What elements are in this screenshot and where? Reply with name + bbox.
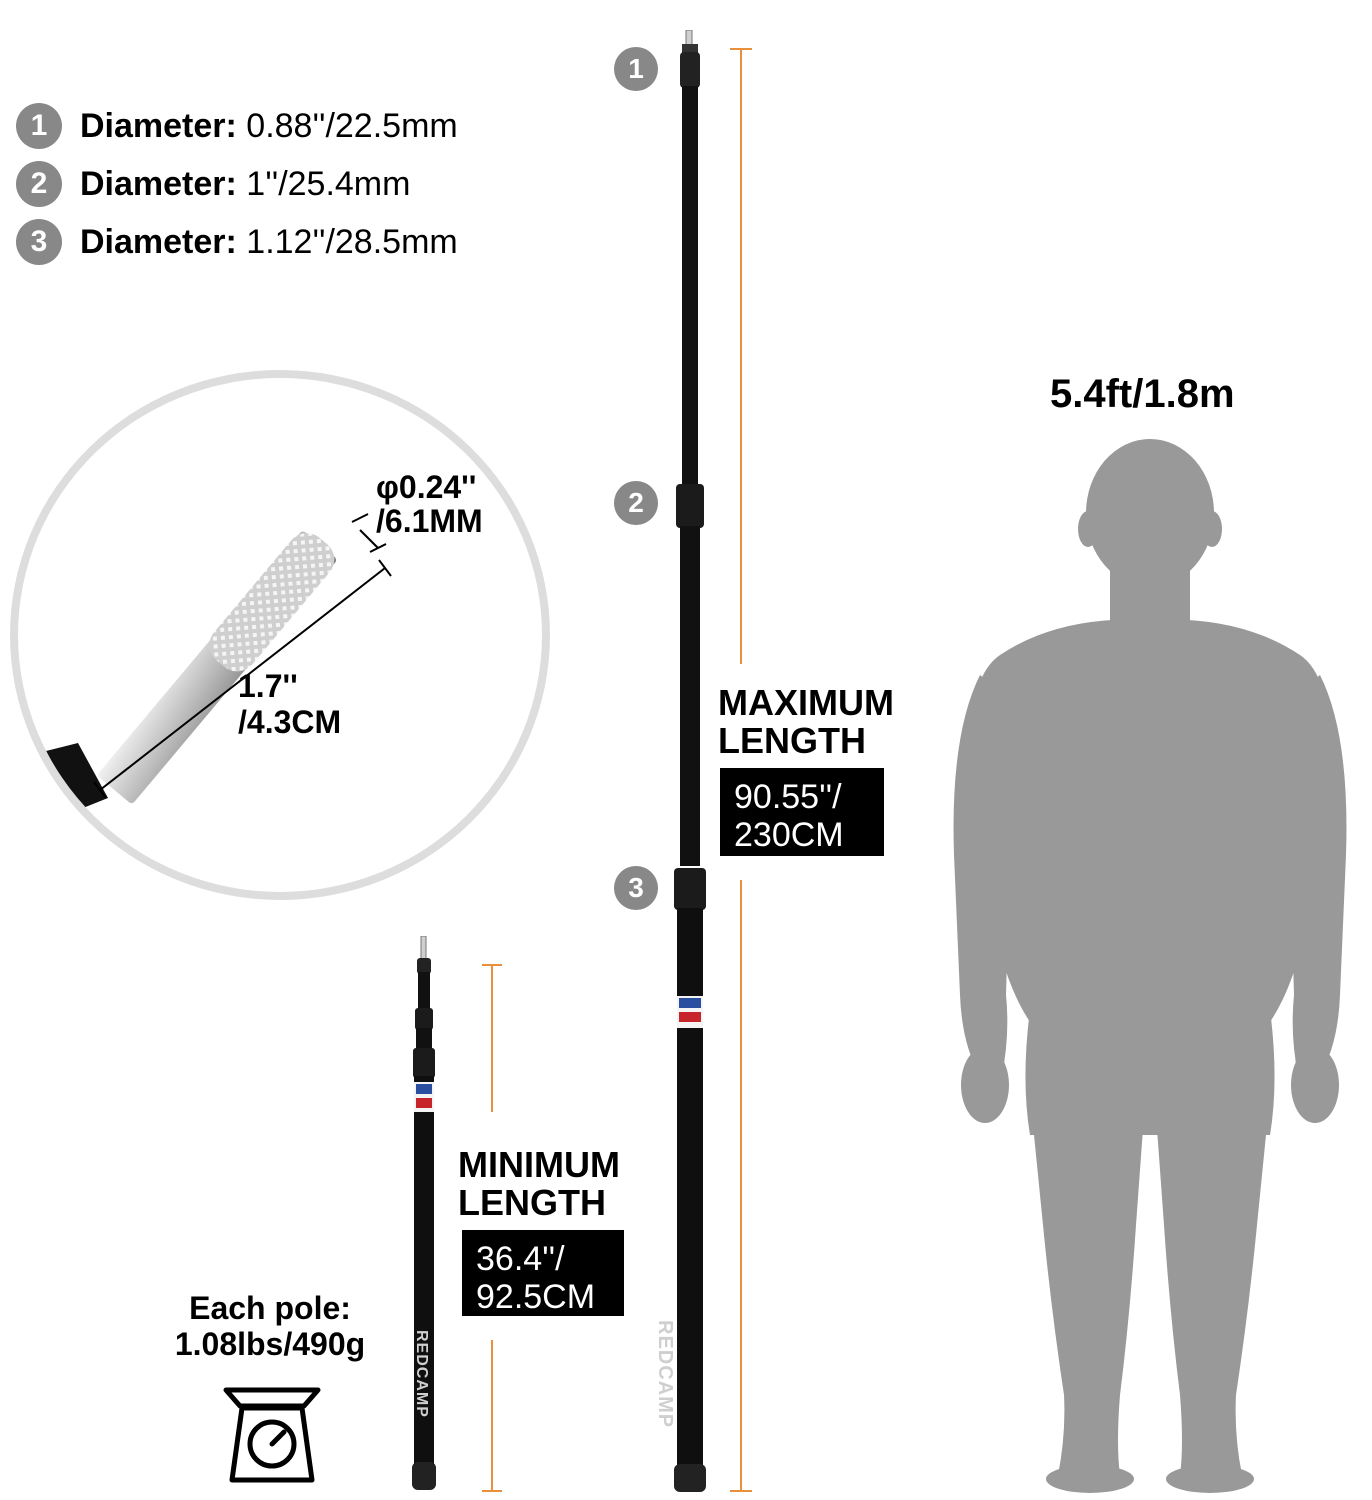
weight-label: Each pole: 1.08lbs/490g: [174, 1290, 366, 1362]
tip-length-label: 1.7'' /4.3CM: [238, 668, 342, 740]
diameter-row-2: 2 Diameter: 1''/25.4mm: [16, 160, 410, 208]
diameter-row-3: 3 Diameter: 1.12''/28.5mm: [16, 218, 458, 266]
max-length-line-bottom: [740, 880, 742, 1492]
max-length-title: MAXIMUM LENGTH: [718, 682, 894, 761]
min-length-value: 36.4''/ 92.5CM: [462, 1230, 624, 1316]
collapsed-pole: [412, 936, 436, 1490]
number-badge: 3: [16, 219, 62, 265]
diameter-row-1: 1 Diameter: 0.88''/22.5mm: [16, 102, 458, 150]
min-length-cap-bottom: [482, 1490, 502, 1492]
min-length-line-top: [491, 964, 493, 1112]
extended-pole: [674, 30, 706, 1492]
diameter-label: Diameter:: [80, 164, 237, 203]
diameter-label: Diameter:: [80, 106, 237, 145]
number-badge: 2: [16, 161, 62, 207]
max-length-cap-bottom: [730, 1490, 752, 1492]
tip-detail-circle: [10, 370, 550, 900]
max-length-value: 90.55''/ 230CM: [720, 768, 884, 856]
pole-marker-1: 1: [614, 47, 658, 91]
number-badge: 1: [16, 103, 62, 149]
diameter-value: 0.88''/22.5mm: [246, 106, 458, 145]
brand-text-long: REDCAMP: [654, 1320, 676, 1429]
min-length-line-bottom: [491, 1340, 493, 1492]
person-silhouette: [953, 439, 1347, 1493]
max-length-line-top: [740, 48, 742, 664]
pole-marker-3: 3: [614, 866, 658, 910]
person-height-label: 5.4ft/1.8m: [1050, 372, 1235, 416]
tip-diameter-label: φ0.24'' /6.1MM: [376, 469, 483, 539]
brand-text-short: REDCAMP: [413, 1330, 430, 1418]
min-length-title: MINIMUM LENGTH: [458, 1144, 620, 1223]
diameter-label: Diameter:: [80, 222, 237, 261]
diameter-value: 1''/25.4mm: [246, 164, 411, 203]
diameter-value: 1.12''/28.5mm: [246, 222, 458, 261]
scale-icon: [223, 1387, 321, 1483]
pole-marker-2: 2: [614, 481, 658, 525]
